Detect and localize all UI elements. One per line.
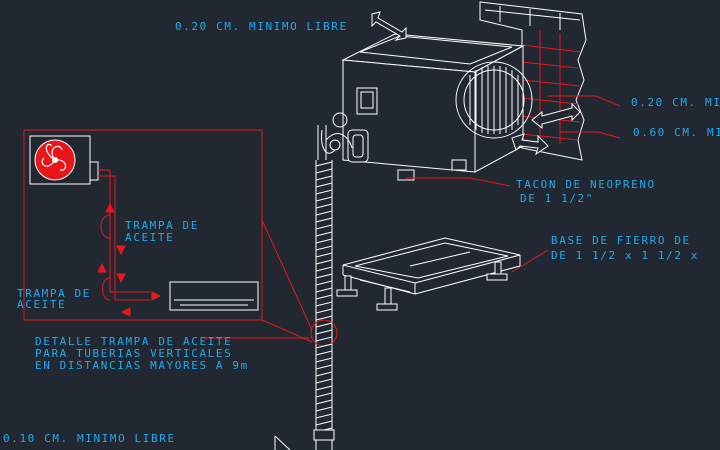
cursor-icon <box>274 435 291 450</box>
condensing-unit <box>321 33 533 181</box>
leader-lines <box>204 177 549 343</box>
detalle-label-3: EN DISTANCIAS MAYORES A 9m <box>35 359 249 372</box>
detalle-label-1: DETALLE TRAMPA DE ACEITE <box>35 335 232 348</box>
trampa-label-2a: TRAMPA DE <box>17 287 91 300</box>
detalle-label-2: PARA TUBERIAS VERTICALES <box>35 347 232 360</box>
tacon-label-2: DE 1 1/2" <box>520 192 594 205</box>
clearance-arrows-right <box>511 95 621 156</box>
base-label-2: DE 1 1/2 x 1 1/2 x <box>551 249 699 262</box>
right-clearance-label-2: 0.60 CM. MI <box>633 126 720 139</box>
trampa-label-2b: ACEITE <box>17 298 66 311</box>
vertical-pipe <box>310 125 353 450</box>
base-label-1: BASE DE FIERRO DE <box>551 234 691 247</box>
oil-trap-detail <box>23 129 263 321</box>
brick-wall <box>479 1 587 161</box>
trampa-label-1b: ACEITE <box>125 231 174 244</box>
right-clearance-label-1: 0.20 CM. MI <box>631 96 720 109</box>
top-clearance-label: 0.20 CM. MINIMO LIBRE <box>175 20 348 33</box>
tacon-label-1: TACON DE NEOPRENO <box>516 178 656 191</box>
condenser-fan-icon <box>455 61 533 139</box>
trampa-label-1a: TRAMPA DE <box>125 219 199 232</box>
clearance-arrow-top <box>371 11 407 41</box>
bottom-clearance-label: 0.10 CM. MINIMO LIBRE <box>3 432 176 445</box>
iron-base-frame <box>336 237 521 311</box>
